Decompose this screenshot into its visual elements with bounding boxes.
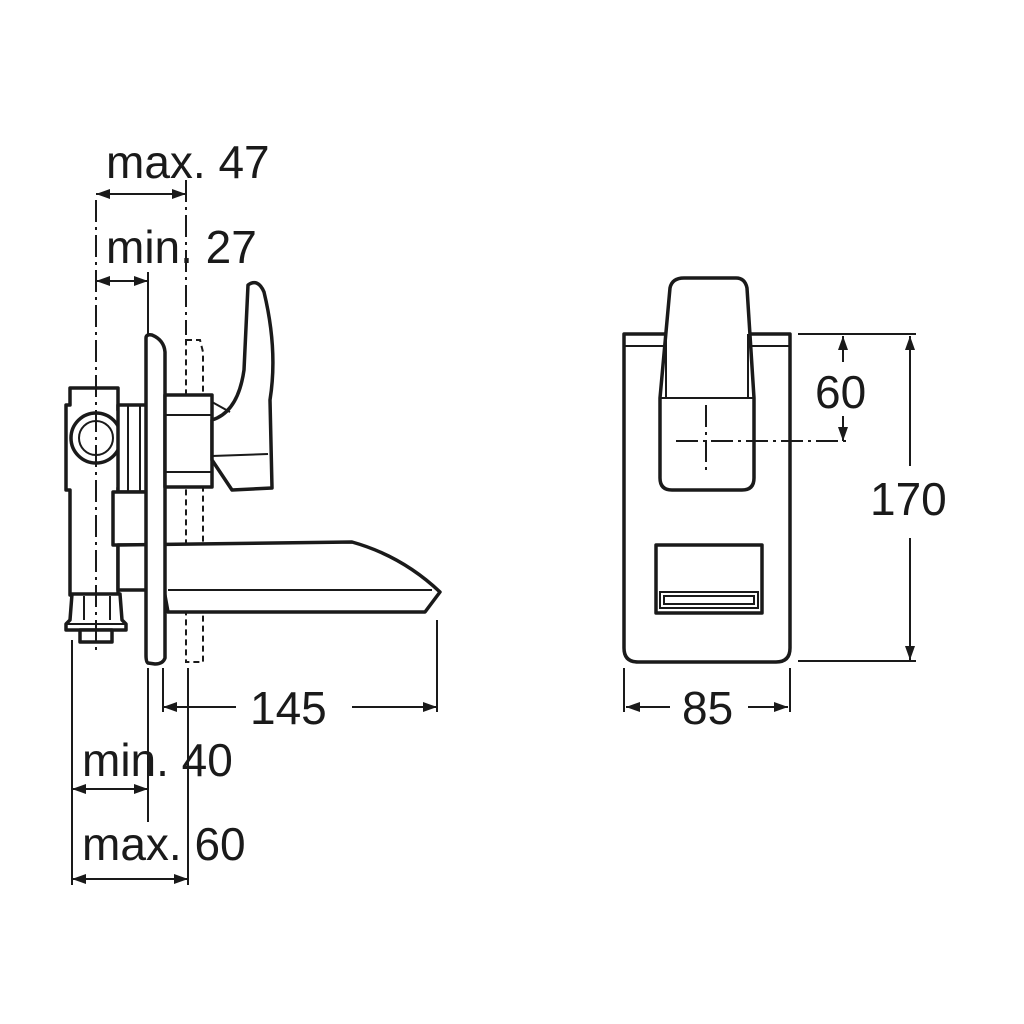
lever-handle [210,280,275,492]
arrowhead [423,702,437,712]
arrowhead [134,784,148,794]
label-85: 85 [682,682,733,734]
label-max-47: max. 47 [106,136,270,188]
arrowhead [163,702,177,712]
arrowhead [905,336,915,350]
cartridge-body [163,393,214,489]
arrowhead [72,784,86,794]
label-min-27: min. 27 [106,221,257,273]
front-handle [658,276,756,492]
side-view: max. 47 min. 27 145 min. 40 max. 60 [64,136,442,885]
arrowhead [838,427,848,441]
cover-plate [144,333,167,666]
label-145: 145 [250,682,327,734]
front-view: 60 170 85 [622,276,947,734]
label-max-60: max. 60 [82,818,246,870]
arrowhead [838,336,848,350]
label-min-40: min. 40 [82,734,233,786]
spout-outlet [654,543,764,615]
arrowhead [72,874,86,884]
arrowhead [96,276,110,286]
arrowhead [174,874,188,884]
arrowhead [774,702,788,712]
label-170: 170 [870,473,947,525]
lever-line [211,453,269,457]
spout [116,540,442,614]
outlet-slot-inner [663,595,755,605]
arrowhead [172,189,186,199]
arrowhead [96,189,110,199]
arrowhead [905,646,915,660]
label-60: 60 [815,366,866,418]
wall-hidden-line [185,339,204,663]
arrowhead [626,702,640,712]
arrowhead [134,276,148,286]
lever-line [211,401,231,413]
outlet-slot [659,591,759,609]
